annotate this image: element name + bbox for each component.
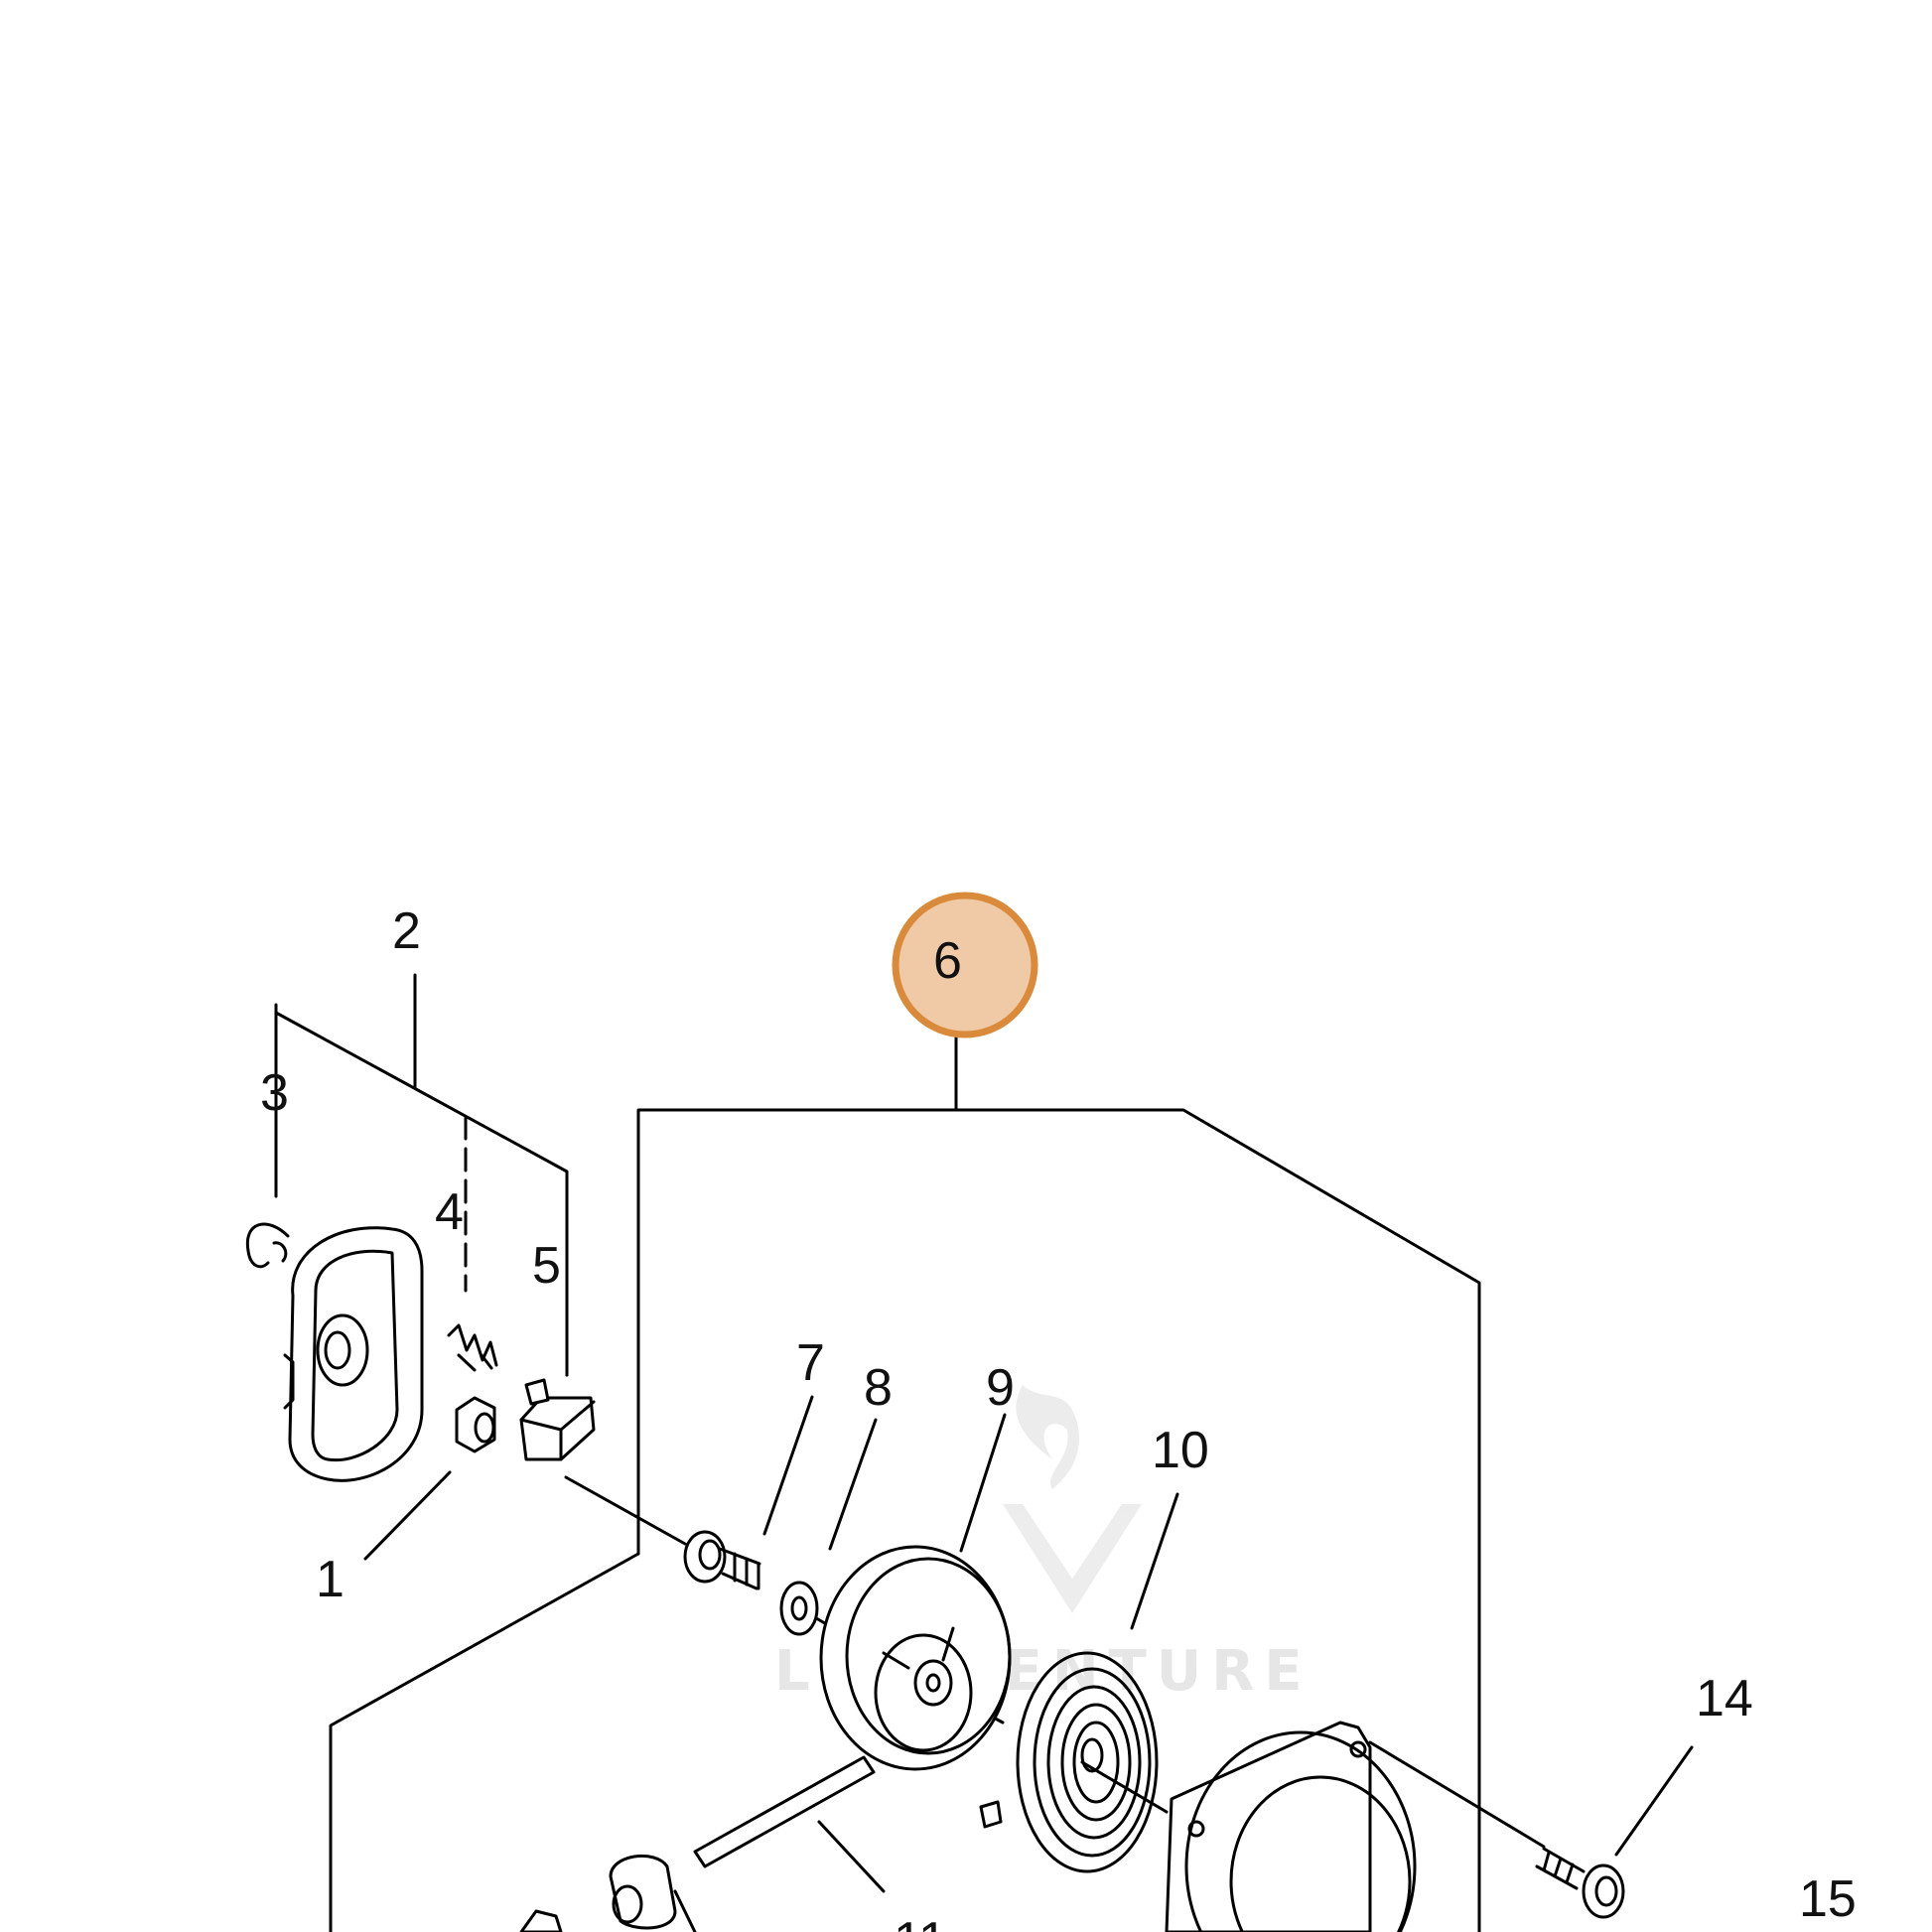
handle-part	[519, 1889, 697, 1932]
callout-5[interactable]: 5	[532, 1237, 561, 1295]
recoil-spring-part-10	[979, 1651, 1159, 1873]
bolt-part-7	[683, 1530, 761, 1590]
callout-3[interactable]: 3	[260, 1064, 289, 1122]
ratchet-plate-part-2	[283, 1226, 424, 1482]
callout-15[interactable]: 15	[1799, 1870, 1857, 1928]
pawl-part-5	[519, 1378, 596, 1461]
e-clip-part-3	[245, 1222, 290, 1269]
flame-v-logo-icon	[1003, 1385, 1142, 1613]
callout-4[interactable]: 4	[435, 1183, 464, 1241]
callout-labels: 1 2 3 4 5 6 7 8 9 10 11 14 15	[260, 902, 1857, 1932]
bracket-2	[274, 973, 569, 1377]
callout-7[interactable]: 7	[796, 1334, 825, 1392]
callout-10[interactable]: 10	[1152, 1422, 1209, 1479]
highlight-circle-part-6[interactable]	[892, 892, 1038, 1038]
callout-11[interactable]: 11	[894, 1912, 947, 1932]
pulley-part-9	[819, 1545, 1012, 1771]
callout-2[interactable]: 2	[392, 902, 421, 960]
spring-part-4	[447, 1323, 498, 1372]
rope-part-11	[693, 1755, 876, 1868]
callout-8[interactable]: 8	[864, 1359, 893, 1417]
callout-14[interactable]: 14	[1696, 1670, 1753, 1727]
callout-9[interactable]: 9	[986, 1359, 1015, 1417]
washer-part-8	[779, 1581, 819, 1636]
callout-1[interactable]: 1	[316, 1551, 345, 1608]
callout-6[interactable]: 6	[933, 932, 962, 990]
starter-case	[1165, 1721, 1417, 1932]
bushing-part	[609, 1854, 677, 1930]
nut-part-1	[455, 1396, 496, 1453]
bolt-part-14	[1535, 1847, 1625, 1919]
